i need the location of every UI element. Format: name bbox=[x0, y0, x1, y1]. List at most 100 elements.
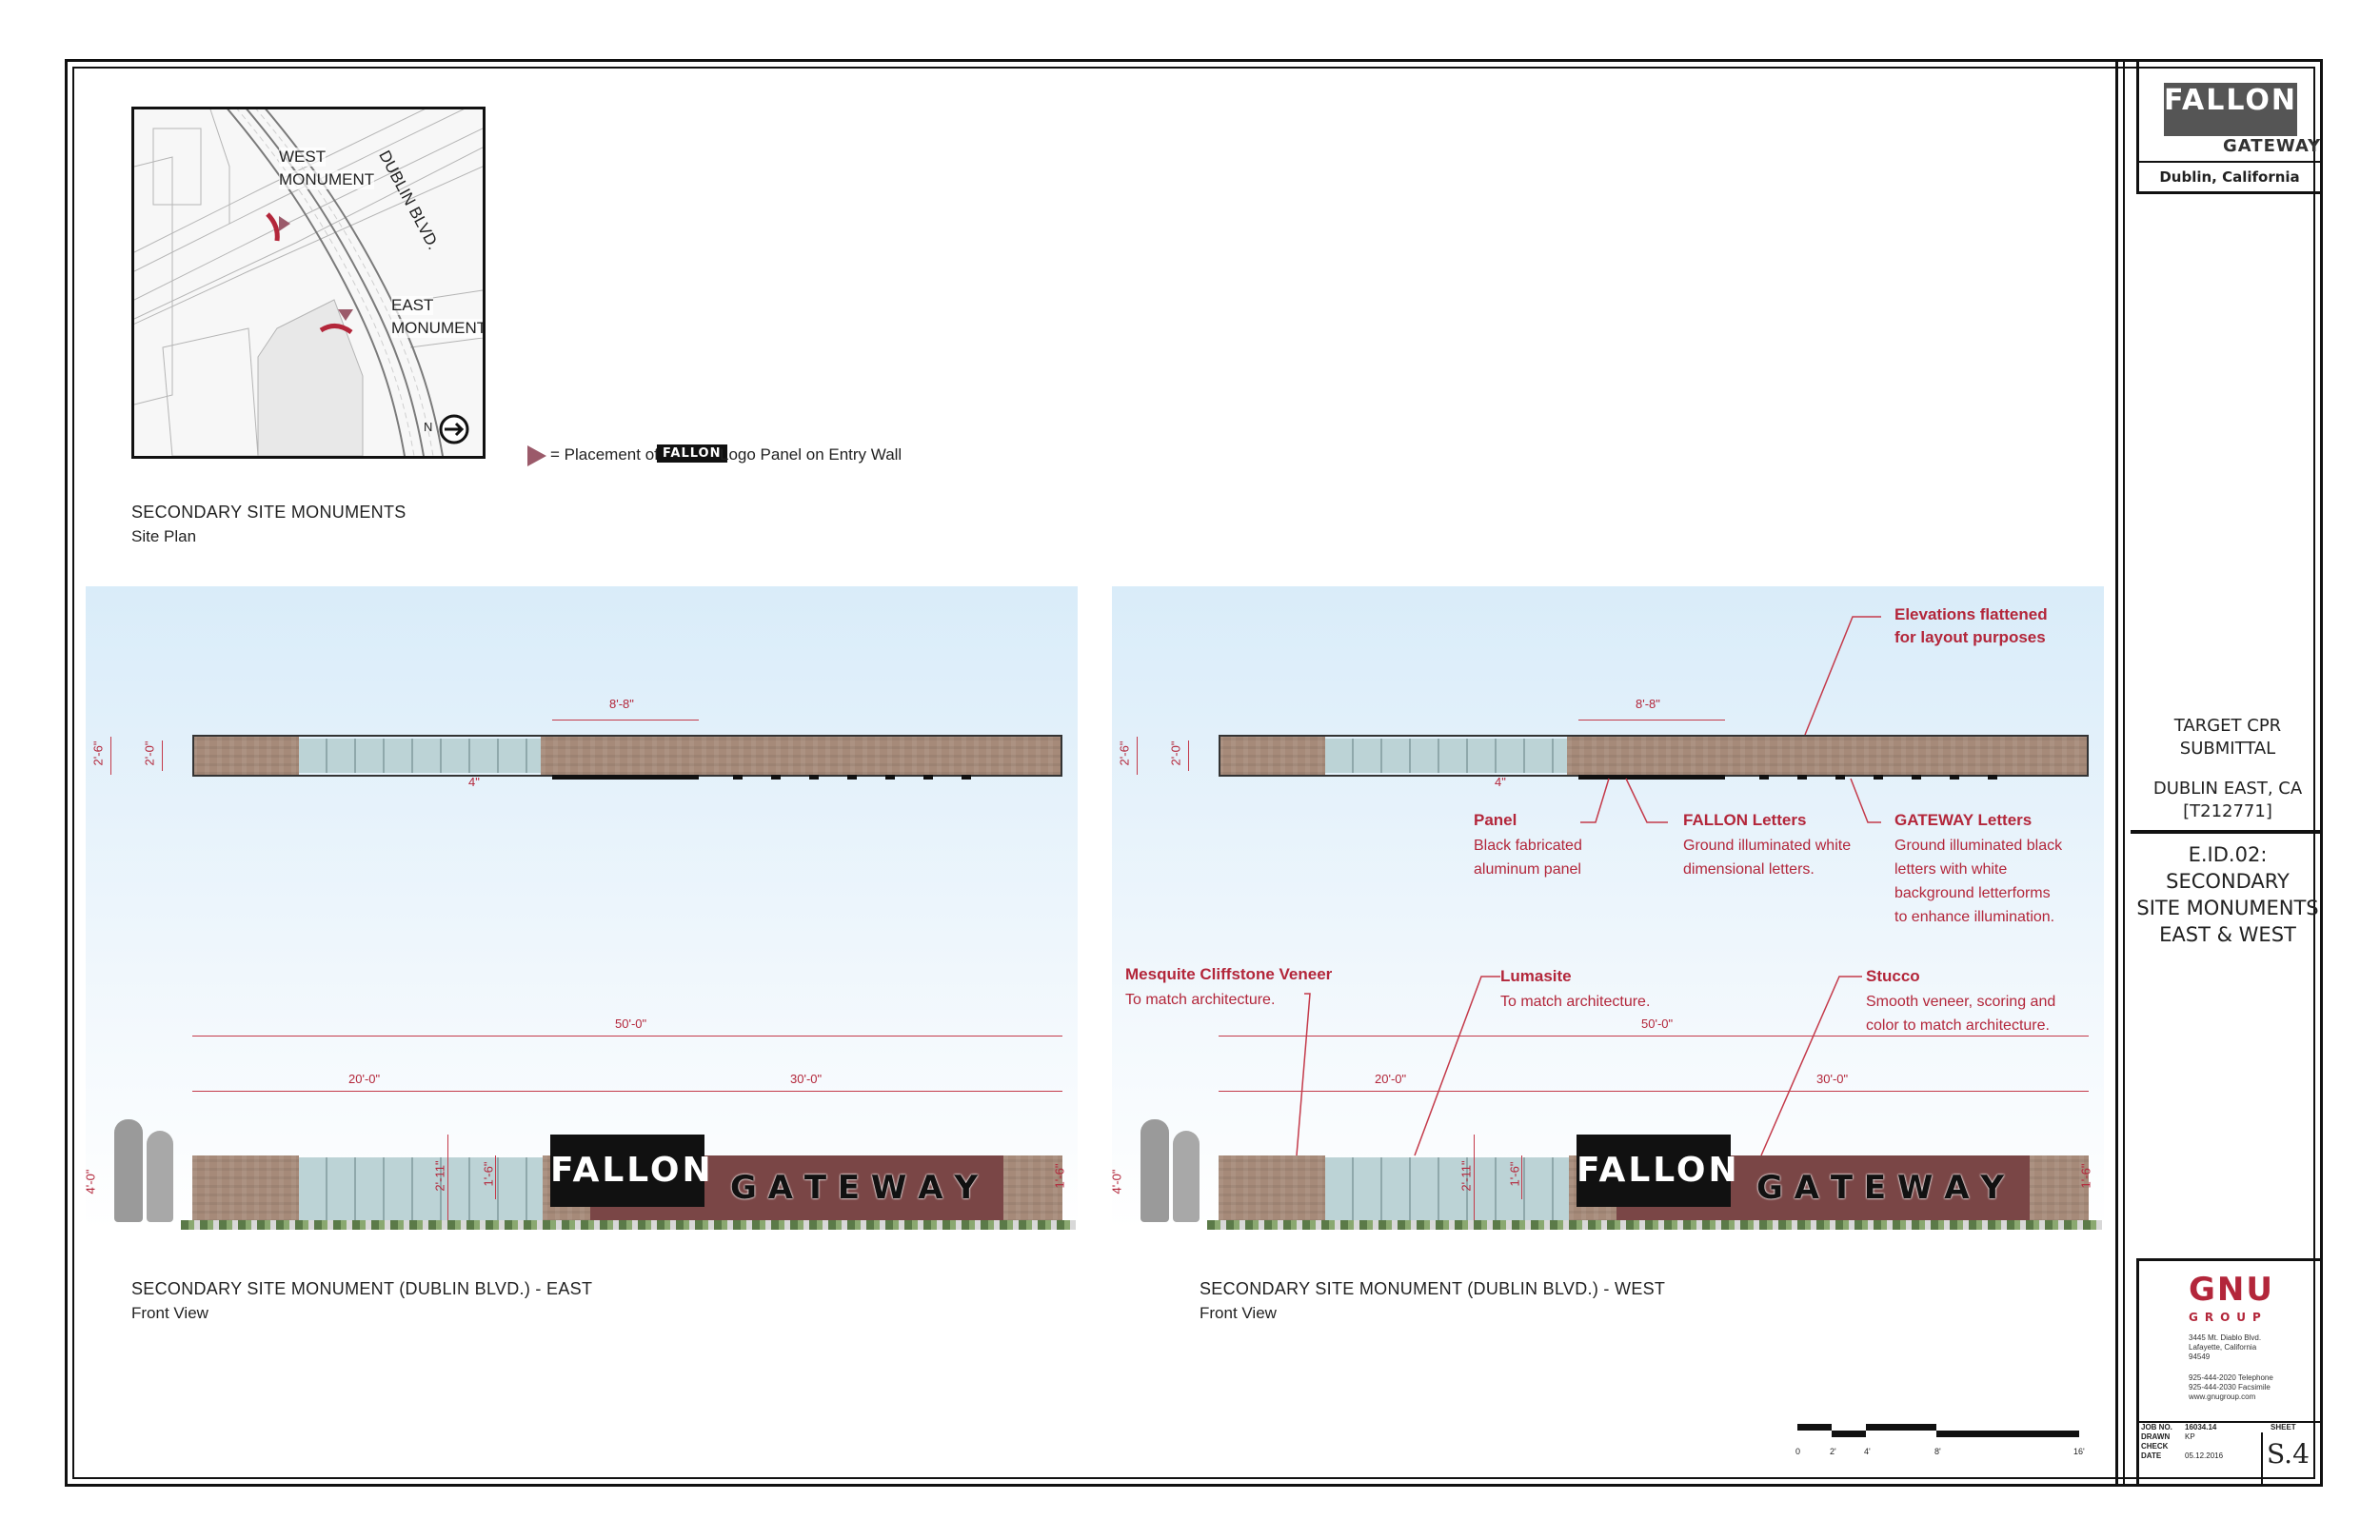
west-dim-total-line bbox=[1219, 1036, 2089, 1037]
west-panel-marker bbox=[279, 216, 290, 231]
west-plan-wall bbox=[1567, 737, 2089, 775]
west-plan-dim-span: 8'-8" bbox=[1636, 697, 1660, 711]
west-dim-letter-h: 1'-6" bbox=[1507, 1161, 1522, 1187]
east-plan-dim-span: 8'-8" bbox=[609, 697, 634, 711]
west-subcaption: Front View bbox=[1200, 1304, 1277, 1322]
callout-fallon-2: dimensional letters. bbox=[1683, 861, 1815, 878]
sheet-code: E.ID.02: bbox=[2188, 843, 2268, 866]
east-plan-dim-h2: 2'-0" bbox=[142, 740, 157, 766]
sheet-title-2: SITE MONUMENTS bbox=[2136, 897, 2319, 919]
east-ground-landscape bbox=[181, 1220, 1076, 1230]
west-dim-left-line bbox=[1219, 1091, 1573, 1092]
west-plan-letter bbox=[1912, 775, 1921, 780]
west-caption: SECONDARY SITE MONUMENT (DUBLIN BLVD.) -… bbox=[1200, 1279, 1666, 1298]
east-plan-letter bbox=[809, 775, 819, 780]
east-lumasite-panel bbox=[299, 1157, 543, 1222]
west-monument-label: WEST bbox=[279, 148, 327, 167]
sheet-title-3: EAST & WEST bbox=[2159, 923, 2296, 946]
west-plan-glass bbox=[1325, 739, 1567, 773]
east-dim-height: 4'-0" bbox=[83, 1169, 98, 1194]
callout-elevations-flattened: Elevations flattened bbox=[1894, 605, 2048, 623]
west-gateway-letters: G A T E W A Y bbox=[1755, 1169, 2005, 1207]
project-logo: FALLON bbox=[2164, 83, 2297, 136]
callout-elevations-flattened-2: for layout purposes bbox=[1894, 628, 2046, 646]
east-plan-letter bbox=[733, 775, 743, 780]
callout-gateway-2: letters with white bbox=[1894, 861, 2008, 878]
sheet-border-inner bbox=[72, 67, 2315, 1479]
north-label: N bbox=[424, 420, 433, 434]
east-plan-panel bbox=[552, 775, 699, 780]
site-plan-drawing bbox=[134, 109, 483, 456]
west-plan-dim-h1-line bbox=[1137, 737, 1138, 775]
sheet-title-rule bbox=[2131, 830, 2321, 834]
legend-logo: FALLON bbox=[657, 444, 727, 463]
east-dim-glass-h: 2'-11" bbox=[432, 1160, 447, 1192]
scale-tick-2: 4' bbox=[1864, 1447, 1871, 1456]
legend-prefix: = Placement of bbox=[550, 445, 659, 464]
firm-block: GNU GROUP 3445 Mt. Diablo Blvd. Lafayett… bbox=[2136, 1258, 2323, 1487]
east-stone-veneer bbox=[192, 1155, 299, 1222]
west-monument-mark bbox=[266, 212, 280, 242]
firm-address: 3445 Mt. Diablo Blvd. Lafayette, Califor… bbox=[2189, 1333, 2273, 1401]
sheet-border-outer bbox=[65, 59, 2323, 1487]
east-plan-letter bbox=[923, 775, 933, 780]
submittal-line-2: SUBMITTAL bbox=[2179, 739, 2276, 759]
west-plan-letter bbox=[1759, 775, 1769, 780]
west-ground-landscape bbox=[1207, 1220, 2102, 1230]
east-plan-letter bbox=[885, 775, 895, 780]
scale-tick-3: 8' bbox=[1934, 1447, 1941, 1456]
sheet-title-1: SECONDARY bbox=[2166, 870, 2290, 893]
callout-gateway-title: GATEWAY Letters bbox=[1894, 811, 2033, 829]
callout-panel-1: Black fabricated bbox=[1474, 838, 1582, 854]
callout-lumasite-title: Lumasite bbox=[1500, 967, 1572, 985]
west-callout-leaders bbox=[1296, 616, 1881, 1156]
firm-rule bbox=[2139, 1421, 2320, 1423]
callout-gateway-1: Ground illuminated black bbox=[1894, 838, 2063, 854]
title-block-divider-2 bbox=[2123, 59, 2125, 1487]
callout-panel-title: Panel bbox=[1474, 811, 1517, 829]
east-dim-glass-line bbox=[447, 1135, 448, 1222]
north-arrow-icon bbox=[445, 422, 465, 437]
east-plan-dim-h1: 2'-6" bbox=[90, 740, 106, 766]
east-plan-stone bbox=[192, 737, 299, 775]
legend-suffix: Logo Panel on Entry Wall bbox=[720, 445, 902, 464]
west-stone-veneer bbox=[1219, 1155, 1325, 1222]
east-dim-letter-h: 1'-6" bbox=[481, 1161, 496, 1187]
callout-veneer-title: Mesquite Cliffstone Veneer bbox=[1125, 965, 1333, 983]
east-dim-right-line bbox=[546, 1091, 1062, 1092]
east-scale-figure-2 bbox=[147, 1131, 173, 1222]
callout-gateway-3: background letterforms bbox=[1894, 885, 2051, 901]
east-monument-label-2: MONUMENT bbox=[391, 319, 486, 338]
sheet-divider bbox=[2261, 1432, 2263, 1486]
east-stone-end bbox=[1003, 1155, 1062, 1222]
east-subcaption: Front View bbox=[131, 1304, 208, 1322]
east-plan-letter bbox=[962, 775, 971, 780]
project-line-1: DUBLIN EAST, CA bbox=[2152, 779, 2303, 799]
west-plan-dim-h2-line bbox=[1188, 740, 1189, 771]
title-block-divider bbox=[2115, 59, 2118, 1487]
east-plan-glass bbox=[299, 739, 541, 773]
west-dim-left: 20'-0" bbox=[1375, 1072, 1407, 1086]
west-lumasite-panel bbox=[1325, 1157, 1569, 1222]
east-dim-total-line bbox=[192, 1036, 1062, 1037]
east-plan-wall bbox=[541, 737, 1062, 775]
callout-stucco-title: Stucco bbox=[1866, 967, 1920, 985]
west-plan-panel bbox=[1578, 775, 1725, 780]
west-plan-stone bbox=[1219, 737, 1325, 775]
east-fallon-sign: FALLON bbox=[550, 1135, 711, 1207]
west-scale-figure bbox=[1140, 1119, 1169, 1222]
east-monument-mark bbox=[319, 324, 353, 335]
callout-stucco-2: color to match architecture. bbox=[1866, 1017, 2050, 1034]
project-logo-box: FALLON GATEWAY Dublin, California bbox=[2136, 59, 2323, 194]
east-dim-letter-line bbox=[495, 1155, 496, 1199]
project-location: Dublin, California bbox=[2159, 168, 2300, 186]
east-caption: SECONDARY SITE MONUMENT (DUBLIN BLVD.) -… bbox=[131, 1279, 593, 1298]
scale-tick-1: 2' bbox=[1830, 1447, 1836, 1456]
west-scale-figure-2 bbox=[1173, 1131, 1200, 1222]
east-dim-total: 50'-0" bbox=[615, 1017, 647, 1031]
site-plan-map: WEST MONUMENT DUBLIN BLVD. EAST MONUMENT… bbox=[131, 107, 486, 459]
callout-panel-2: aluminum panel bbox=[1474, 861, 1581, 878]
west-dim-letter-line bbox=[1521, 1155, 1522, 1199]
west-monument-label-2: MONUMENT bbox=[279, 170, 375, 189]
